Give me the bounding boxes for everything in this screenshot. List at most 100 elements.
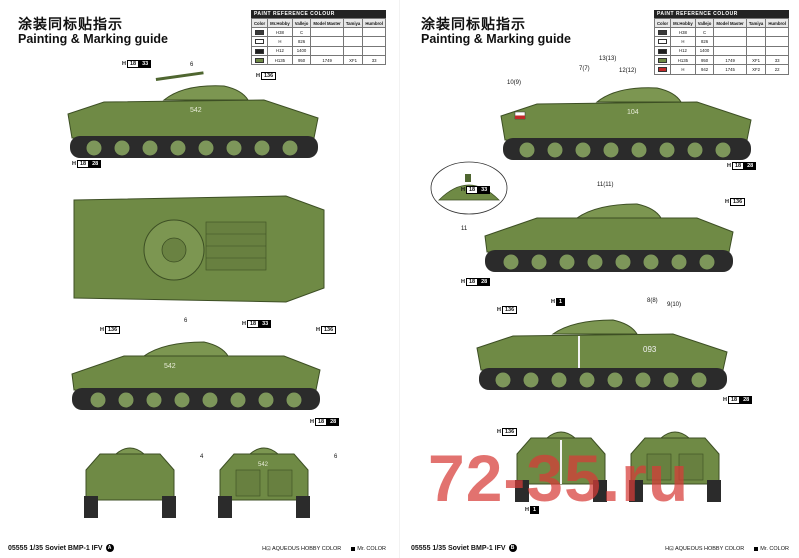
color-swatch-cell bbox=[250, 36, 269, 47]
table-header-row: Color Mr.Hobby Vallejo Model Master Tami… bbox=[250, 18, 386, 28]
paint-reference-caption: PAINT REFERENCE COLOUR bbox=[250, 10, 386, 18]
decal-callout: 10(9) bbox=[507, 80, 522, 86]
bmp-side-view-left: 542 bbox=[67, 71, 319, 158]
table-cell bbox=[745, 26, 767, 38]
table-header: Color bbox=[653, 18, 672, 28]
bmp-front-view bbox=[515, 431, 607, 502]
page-title-en: Painting & Marking guide bbox=[18, 32, 169, 46]
bmp-front-view bbox=[84, 447, 176, 518]
decal-callout: 13(13) bbox=[599, 56, 617, 62]
table-cell: 22 bbox=[765, 64, 789, 75]
bmp-rear-view bbox=[629, 431, 721, 502]
legend-mr-color: Mr. COLOR bbox=[754, 546, 789, 552]
table-header: Mr.Hobby bbox=[670, 18, 696, 28]
table-row: H135 950 1749 XF1 33 bbox=[653, 55, 789, 66]
table-header: Color bbox=[250, 18, 269, 28]
table-row: H135 950 1749 XF1 33 bbox=[250, 55, 386, 66]
table-cell bbox=[745, 36, 767, 47]
legend-aqueous: H⊡ AQUEOUS HOBBY COLOR bbox=[665, 546, 745, 552]
color-swatch-cell bbox=[653, 64, 672, 75]
table-cell: 826 bbox=[694, 36, 715, 47]
footer-scheme-letter: A bbox=[105, 544, 114, 552]
page-title-cn: 涂装同标贴指示 bbox=[421, 16, 526, 32]
bmp-side-view-right: 542 bbox=[71, 341, 321, 410]
table-cell: H bbox=[670, 36, 696, 47]
bmp-side-view-right bbox=[484, 203, 734, 272]
decal-callout: 8(8) bbox=[647, 298, 658, 304]
table-cell: 1400 bbox=[291, 45, 312, 57]
legend-mr-color: Mr. COLOR bbox=[351, 546, 386, 552]
table-cell: 950 bbox=[694, 55, 715, 66]
table-cell bbox=[310, 26, 344, 38]
color-swatch bbox=[657, 39, 667, 45]
table-cell: C bbox=[291, 26, 312, 38]
table-cell bbox=[765, 36, 789, 47]
table-cell: XF2 bbox=[745, 64, 767, 75]
decal-callout: 9(10) bbox=[667, 302, 682, 308]
table-cell bbox=[362, 45, 386, 57]
table-cell bbox=[310, 36, 344, 47]
decal-callout: 6 bbox=[184, 318, 188, 324]
table-row: H 826 bbox=[653, 36, 789, 47]
number-marking: 104 bbox=[627, 109, 639, 116]
page-title-cn: 涂装同标贴指示 bbox=[18, 16, 123, 32]
table-cell bbox=[362, 36, 386, 47]
footer-code-text: 05555 1/35 Soviet BMP-1 IFV bbox=[411, 544, 506, 552]
table-header: Tamiya bbox=[745, 18, 767, 28]
number-marking: 542 bbox=[164, 363, 176, 370]
footer-code: 05555 1/35 Soviet BMP-1 IFV B bbox=[411, 544, 517, 552]
decal-callout: 11(11) bbox=[597, 182, 614, 188]
table-header: Humbrol bbox=[765, 18, 789, 28]
table-cell: H12 bbox=[267, 45, 293, 57]
table-header: Model Master bbox=[713, 18, 747, 28]
table-row: H12 1400 bbox=[653, 45, 789, 57]
legend-aqueous: H⊡ AQUEOUS HOBBY COLOR bbox=[262, 546, 342, 552]
sheet-a: 涂装同标贴指示 Painting & Marking guide PAINT R… bbox=[4, 0, 392, 558]
table-header: Tamiya bbox=[342, 18, 364, 28]
decal-callout: 4 bbox=[200, 454, 204, 460]
paint-reference-caption: PAINT REFERENCE COLOUR bbox=[653, 10, 789, 18]
color-legend: H⊡ AQUEOUS HOBBY COLOR Mr. COLOR bbox=[665, 546, 789, 552]
table-row: H 826 bbox=[250, 36, 386, 47]
table-cell bbox=[342, 36, 364, 47]
table-header: Humbrol bbox=[362, 18, 386, 28]
table-cell bbox=[765, 45, 789, 57]
bmp-top-view bbox=[73, 195, 325, 303]
table-cell bbox=[713, 26, 747, 38]
paint-reference-table: PAINT REFERENCE COLOUR Color Mr.Hobby Va… bbox=[653, 10, 789, 75]
paint-reference-table: PAINT REFERENCE COLOUR Color Mr.Hobby Va… bbox=[250, 10, 386, 66]
color-swatch bbox=[657, 67, 667, 73]
table-cell bbox=[745, 45, 767, 57]
color-swatch-cell bbox=[653, 45, 672, 57]
color-swatch-cell bbox=[653, 36, 672, 47]
table-cell: 33 bbox=[362, 55, 386, 66]
page-divider bbox=[399, 0, 400, 558]
table-row: H38 C bbox=[653, 26, 789, 38]
number-marking: 542 bbox=[258, 462, 269, 468]
table-cell: 942 bbox=[694, 64, 715, 75]
table-cell bbox=[342, 45, 364, 57]
table-cell: H38 bbox=[267, 26, 293, 38]
table-cell: 1749 bbox=[713, 55, 747, 66]
table-cell: 1745 bbox=[713, 64, 747, 75]
sheet-b: 涂装同标贴指示 Painting & Marking guide PAINT R… bbox=[407, 0, 795, 558]
bmp-side-view-left-2: 093 bbox=[476, 319, 728, 390]
table-cell: XF1 bbox=[745, 55, 767, 66]
table-cell: H135 bbox=[670, 55, 696, 66]
table-cell: 1400 bbox=[694, 45, 715, 57]
